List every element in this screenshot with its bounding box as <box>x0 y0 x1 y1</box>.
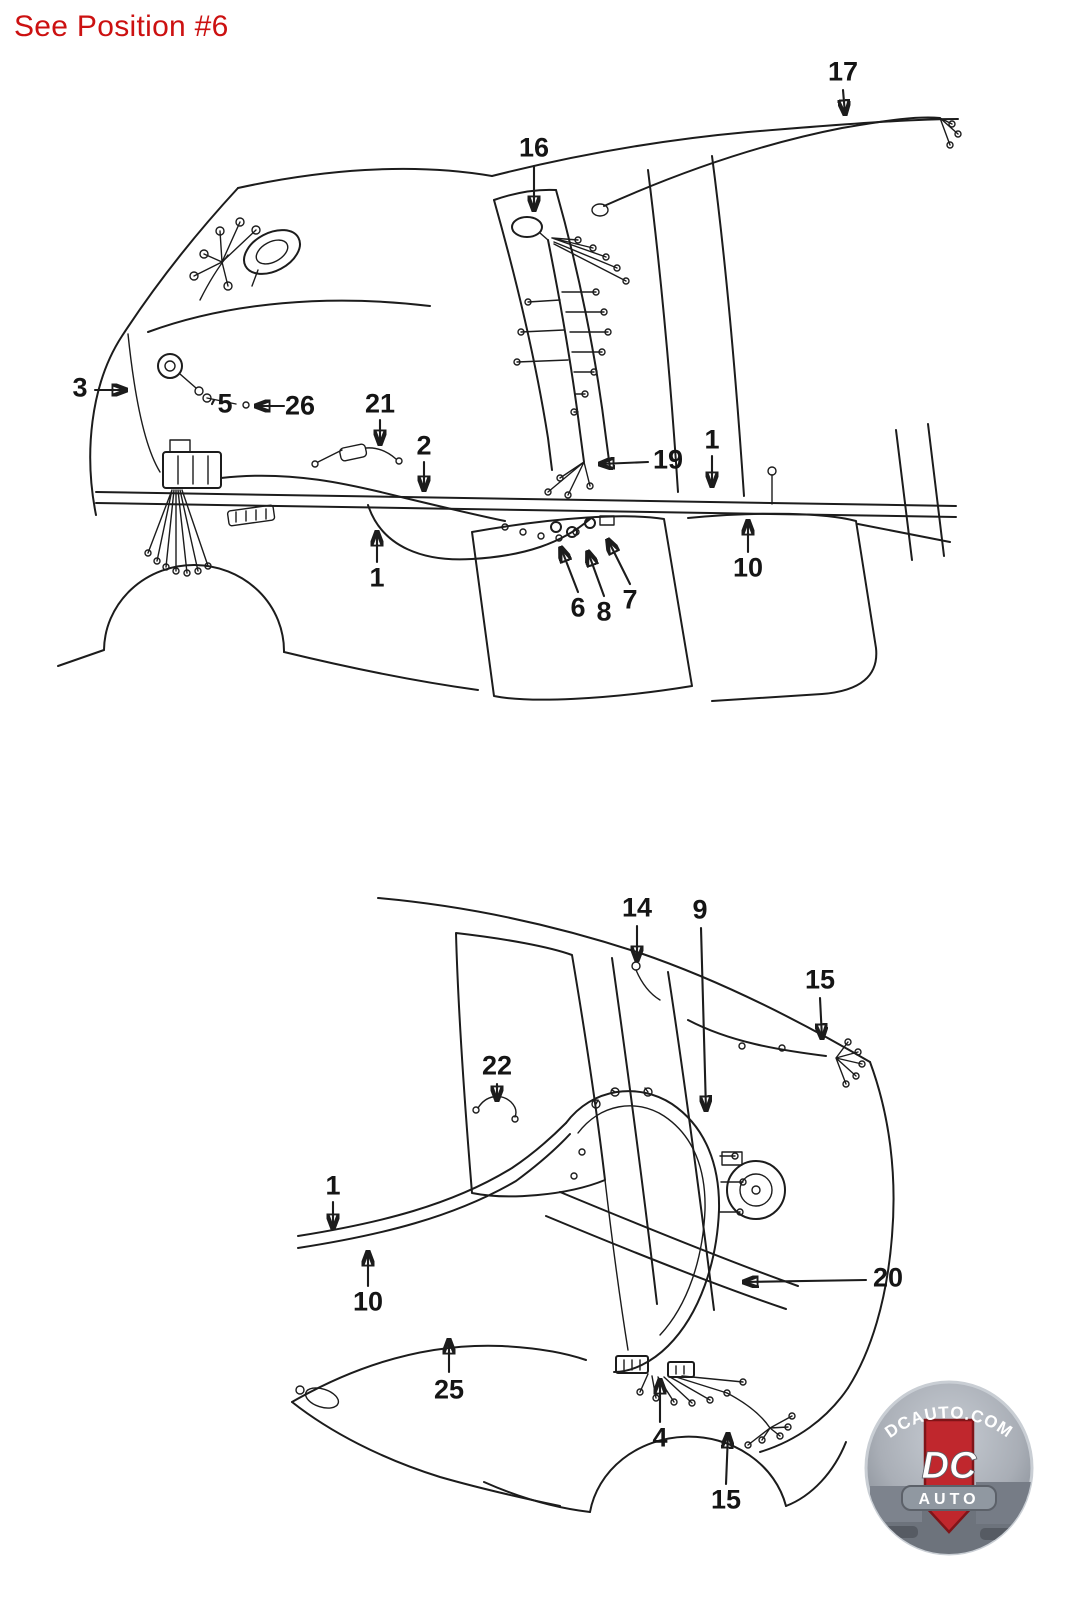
top-body-outline <box>57 118 959 702</box>
callout-7: 7 <box>622 584 638 615</box>
top-door-parts <box>311 443 777 538</box>
dcauto-logo: DCAUTO.COM DC AUTO <box>864 1380 1034 1556</box>
top-roof-wire <box>591 116 962 217</box>
logo-auto-text: AUTO <box>918 1491 979 1508</box>
callout-25: 25 <box>433 1374 465 1405</box>
callout-10-a: 10 <box>732 552 764 583</box>
bottom-harness <box>472 961 866 1449</box>
callout-20: 20 <box>872 1262 904 1293</box>
dcauto-logo-badge: DCAUTO.COM DC AUTO <box>864 1380 1034 1556</box>
callout-19: 19 <box>652 444 684 475</box>
callout-9: 9 <box>692 894 708 925</box>
logo-monogram: DC <box>922 1445 977 1487</box>
callout-1-a: 1 <box>704 424 720 455</box>
callout-1-c: 1 <box>325 1170 341 1201</box>
callout-15-b: 15 <box>710 1484 742 1515</box>
callout-6: 6 <box>570 592 586 623</box>
callout-2: 2 <box>416 430 432 461</box>
bottom-leader-lines <box>333 924 868 1486</box>
callout-14: 14 <box>621 892 653 923</box>
callout-17: 17 <box>827 56 859 87</box>
top-pillar-harness <box>511 216 630 499</box>
callout-16: 16 <box>518 132 550 163</box>
callout-8: 8 <box>596 596 612 627</box>
callout-26: 26 <box>284 390 316 421</box>
position-note: See Position #6 <box>14 10 229 43</box>
callout-22: 22 <box>481 1050 513 1081</box>
callout-4: 4 <box>652 1422 668 1453</box>
callout-3: 3 <box>72 372 88 403</box>
callout-5: 5 <box>217 388 233 419</box>
logo-auto-bar <box>901 1485 997 1511</box>
callout-15-a: 15 <box>804 964 836 995</box>
callout-1-b: 1 <box>369 562 385 593</box>
top-leader-lines <box>93 88 845 598</box>
callout-10-b: 10 <box>352 1286 384 1317</box>
callout-21: 21 <box>364 388 396 419</box>
top-front-harness <box>127 217 591 577</box>
bottom-body-outline <box>291 897 895 1513</box>
